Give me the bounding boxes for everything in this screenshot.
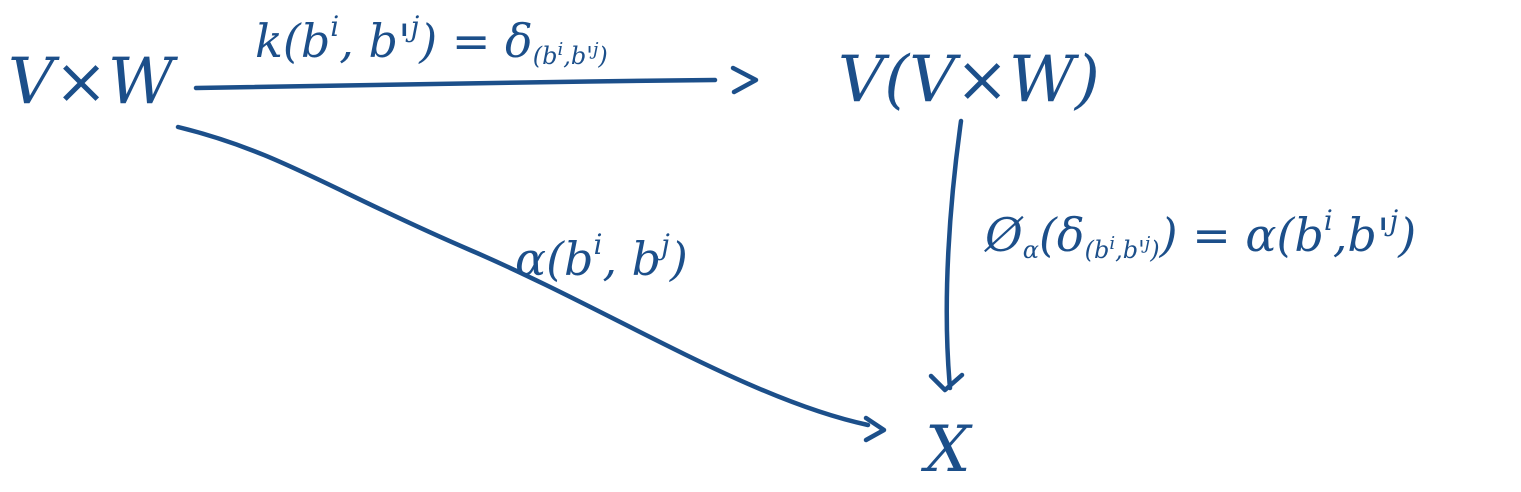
edge-vertical-label-eq: ) = α(b bbox=[1159, 208, 1324, 262]
edge-diagonal-sup-i: i bbox=[593, 228, 603, 261]
edge-vertical-sup-j: j bbox=[1389, 204, 1399, 237]
arrow-diagonal-head bbox=[863, 415, 887, 443]
edge-vertical-sub-close: ) bbox=[1150, 236, 1160, 265]
edge-top-label-mid: , b' bbox=[339, 14, 411, 68]
edge-top-sup-i: i bbox=[330, 10, 340, 43]
edge-diagonal-label: α(bi, bj) bbox=[515, 231, 688, 283]
edge-top-sub-sup-j: j bbox=[592, 39, 599, 61]
edge-top-sub-sup-i: i bbox=[557, 39, 564, 61]
edge-top-label-eq: ) = δ bbox=[419, 14, 533, 68]
edge-diagonal-label-tail: ) bbox=[669, 232, 688, 286]
edge-vertical-label-head: Ø bbox=[985, 208, 1023, 262]
edge-vertical-sup-i: i bbox=[1323, 204, 1333, 237]
arrow-top-shaft bbox=[193, 77, 718, 91]
edge-vertical-sub-sup-i: i bbox=[1109, 233, 1116, 255]
node-target-top: V(V×W) bbox=[838, 43, 1100, 117]
node-source: V×W bbox=[8, 45, 174, 119]
node-target-bottom: X bbox=[925, 413, 971, 487]
arrow-vertical-head bbox=[928, 372, 965, 393]
edge-vertical-label: Øα(δ(bi,b'j)) = α(bi,b'j) bbox=[985, 207, 1416, 263]
edge-top-sub-open: (b bbox=[532, 42, 558, 71]
edge-vertical-sub-open: (b bbox=[1084, 236, 1110, 265]
edge-diagonal-sup-j: j bbox=[661, 228, 670, 261]
arrow-diagonal-shaft bbox=[175, 124, 871, 428]
edge-diagonal-label-mid: , b bbox=[602, 232, 662, 286]
edge-top-label-head: k(b bbox=[255, 14, 331, 68]
edge-vertical-label-tail: ) bbox=[1398, 208, 1417, 262]
edge-vertical-sub-sup-j: j bbox=[1144, 233, 1151, 255]
edge-vertical-label-mid: ,b' bbox=[1332, 208, 1390, 262]
edge-vertical-sub-mid: ,b' bbox=[1115, 236, 1145, 265]
edge-top-subscript: (bi,b'j) bbox=[532, 39, 608, 71]
edge-diagonal-label-head: α(b bbox=[515, 232, 594, 286]
edge-top-label: k(bi, b'j) = δ(bi,b'j) bbox=[255, 13, 608, 69]
edge-vertical-sub-alpha: α bbox=[1022, 236, 1039, 265]
edge-top-sub-mid: ,b' bbox=[563, 42, 593, 71]
edge-vertical-subscript: (bi,b'j) bbox=[1084, 233, 1160, 265]
edge-top-sub-close: ) bbox=[598, 42, 608, 71]
arrow-vertical-shaft bbox=[944, 118, 964, 391]
arrow-top-head bbox=[730, 65, 759, 95]
edge-vertical-label-open: (δ bbox=[1038, 208, 1085, 262]
edge-top-sup-j: j bbox=[410, 10, 420, 43]
